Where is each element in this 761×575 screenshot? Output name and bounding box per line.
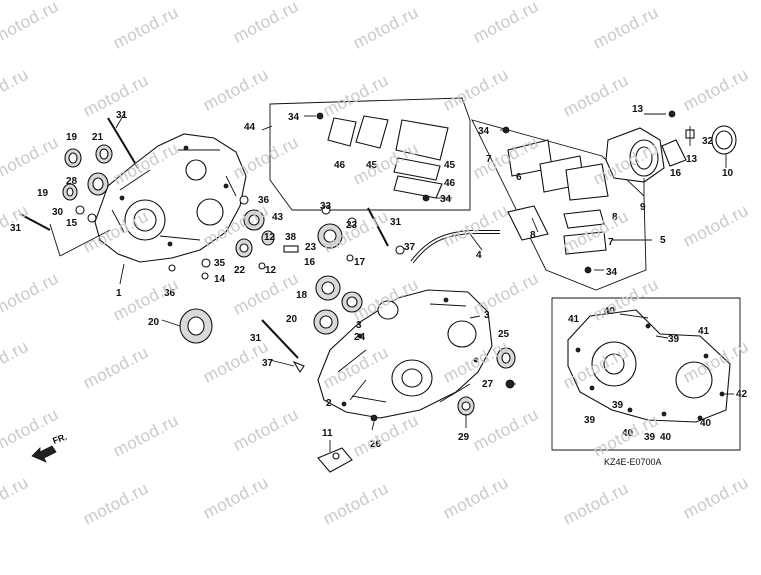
callout-23-b: 23	[305, 242, 317, 253]
callout-12-b: 12	[265, 265, 277, 276]
breather-hose-4	[410, 230, 500, 264]
callout-34-c: 34	[478, 126, 490, 137]
callout-34-a: 34	[288, 112, 300, 123]
callout-33: 33	[320, 201, 332, 212]
callout-8-a: 8	[612, 212, 618, 223]
callout-24: 24	[354, 332, 366, 343]
callout-21: 21	[92, 132, 104, 143]
stud-bolt-right-lower	[261, 319, 299, 359]
callout-39-b: 39	[584, 415, 596, 426]
callout-42: 42	[736, 389, 748, 400]
callout-6: 6	[516, 172, 522, 183]
callout-15: 15	[66, 218, 78, 229]
callout-2: 2	[326, 398, 332, 409]
callout-39-a: 39	[668, 334, 680, 345]
callout-20-a: 20	[148, 317, 160, 328]
callout-13-b: 13	[686, 154, 698, 165]
oil-seal-19-lower	[62, 183, 78, 201]
callout-10: 10	[722, 168, 734, 179]
callout-37-a: 37	[404, 242, 416, 253]
bearings-right-side	[292, 205, 516, 422]
callout-labels: 31 19 21 28 19 30 15 31 1 36 20 36 43 12…	[10, 104, 748, 467]
callout-44: 44	[244, 122, 256, 133]
callout-17: 17	[354, 257, 366, 268]
callout-23-a: 23	[346, 220, 358, 231]
callout-13-a: 13	[632, 104, 644, 115]
front-direction-label: FR.	[51, 432, 68, 446]
callout-40-c: 40	[660, 432, 672, 443]
inset-detail-box	[551, 297, 741, 451]
callout-20-b: 20	[286, 314, 298, 325]
callout-3-b: 3	[484, 310, 490, 321]
callout-35: 35	[214, 258, 226, 269]
intake-manifold-9	[605, 110, 737, 183]
callout-34-b: 34	[440, 194, 452, 205]
callout-29: 29	[458, 432, 470, 443]
speed-sensor-11	[317, 447, 353, 473]
callout-31-b: 31	[10, 223, 22, 234]
callout-45-a: 45	[366, 160, 378, 171]
callout-31-d: 31	[250, 333, 262, 344]
callout-19-a: 19	[66, 132, 78, 143]
callout-12-a: 12	[264, 232, 276, 243]
front-direction-arrow	[31, 445, 57, 463]
oil-seal-19-upper	[64, 148, 82, 168]
dowel-15	[87, 213, 97, 223]
callout-9: 9	[640, 202, 646, 213]
left-crankcase-half	[94, 133, 247, 263]
callout-41-a: 41	[568, 314, 580, 325]
callout-36-a: 36	[164, 288, 176, 299]
callout-41-b: 41	[698, 326, 710, 337]
callout-5: 5	[660, 235, 666, 246]
callout-40-a: 40	[604, 306, 616, 317]
callout-43: 43	[272, 212, 284, 223]
callout-39-d: 39	[644, 432, 656, 443]
callout-14: 14	[214, 274, 226, 285]
callout-38: 38	[285, 232, 297, 243]
callout-3-a: 3	[356, 320, 362, 331]
callout-16-b: 16	[670, 168, 682, 179]
callout-8-b: 8	[530, 230, 536, 241]
reed-valve-assembly-44	[269, 97, 471, 211]
bearing-20-left	[179, 308, 213, 344]
callout-28: 28	[66, 176, 78, 187]
callout-7-b: 7	[608, 237, 614, 248]
callout-37-b: 37	[262, 358, 274, 369]
callout-1: 1	[116, 288, 122, 299]
callout-7-a: 7	[486, 154, 492, 165]
callout-46-a: 46	[334, 160, 346, 171]
callout-4: 4	[476, 250, 482, 261]
callout-39-c: 39	[612, 400, 624, 411]
callout-18: 18	[296, 290, 308, 301]
callout-34-d: 34	[606, 267, 618, 278]
callout-19-b: 19	[37, 188, 49, 199]
stud-bolt-left-upper	[107, 117, 139, 169]
washer-30	[75, 205, 85, 215]
callout-27: 27	[482, 379, 494, 390]
oil-seal-21	[95, 144, 113, 164]
callout-40-d: 40	[700, 418, 712, 429]
callout-11: 11	[322, 428, 333, 439]
stud-bolt-right-upper	[367, 207, 389, 247]
callout-40-b: 40	[622, 428, 634, 439]
diagram-code-label: KZ4E-E0700A	[604, 457, 662, 467]
bearing-28	[87, 172, 109, 196]
callout-16: 16	[304, 257, 316, 268]
callout-31-c: 31	[390, 217, 402, 228]
callout-30: 30	[52, 207, 64, 218]
callout-32: 32	[702, 136, 714, 147]
callout-45-b: 45	[444, 160, 456, 171]
stud-bolt-left-lower	[19, 213, 51, 231]
leader-lines	[49, 113, 734, 452]
callout-46-b: 46	[444, 178, 456, 189]
callout-22: 22	[234, 265, 246, 276]
callout-25: 25	[498, 329, 510, 340]
callout-36-b: 36	[258, 195, 270, 206]
callout-31-a: 31	[116, 110, 128, 121]
callout-26: 26	[370, 439, 382, 450]
small-parts-left	[168, 195, 299, 280]
